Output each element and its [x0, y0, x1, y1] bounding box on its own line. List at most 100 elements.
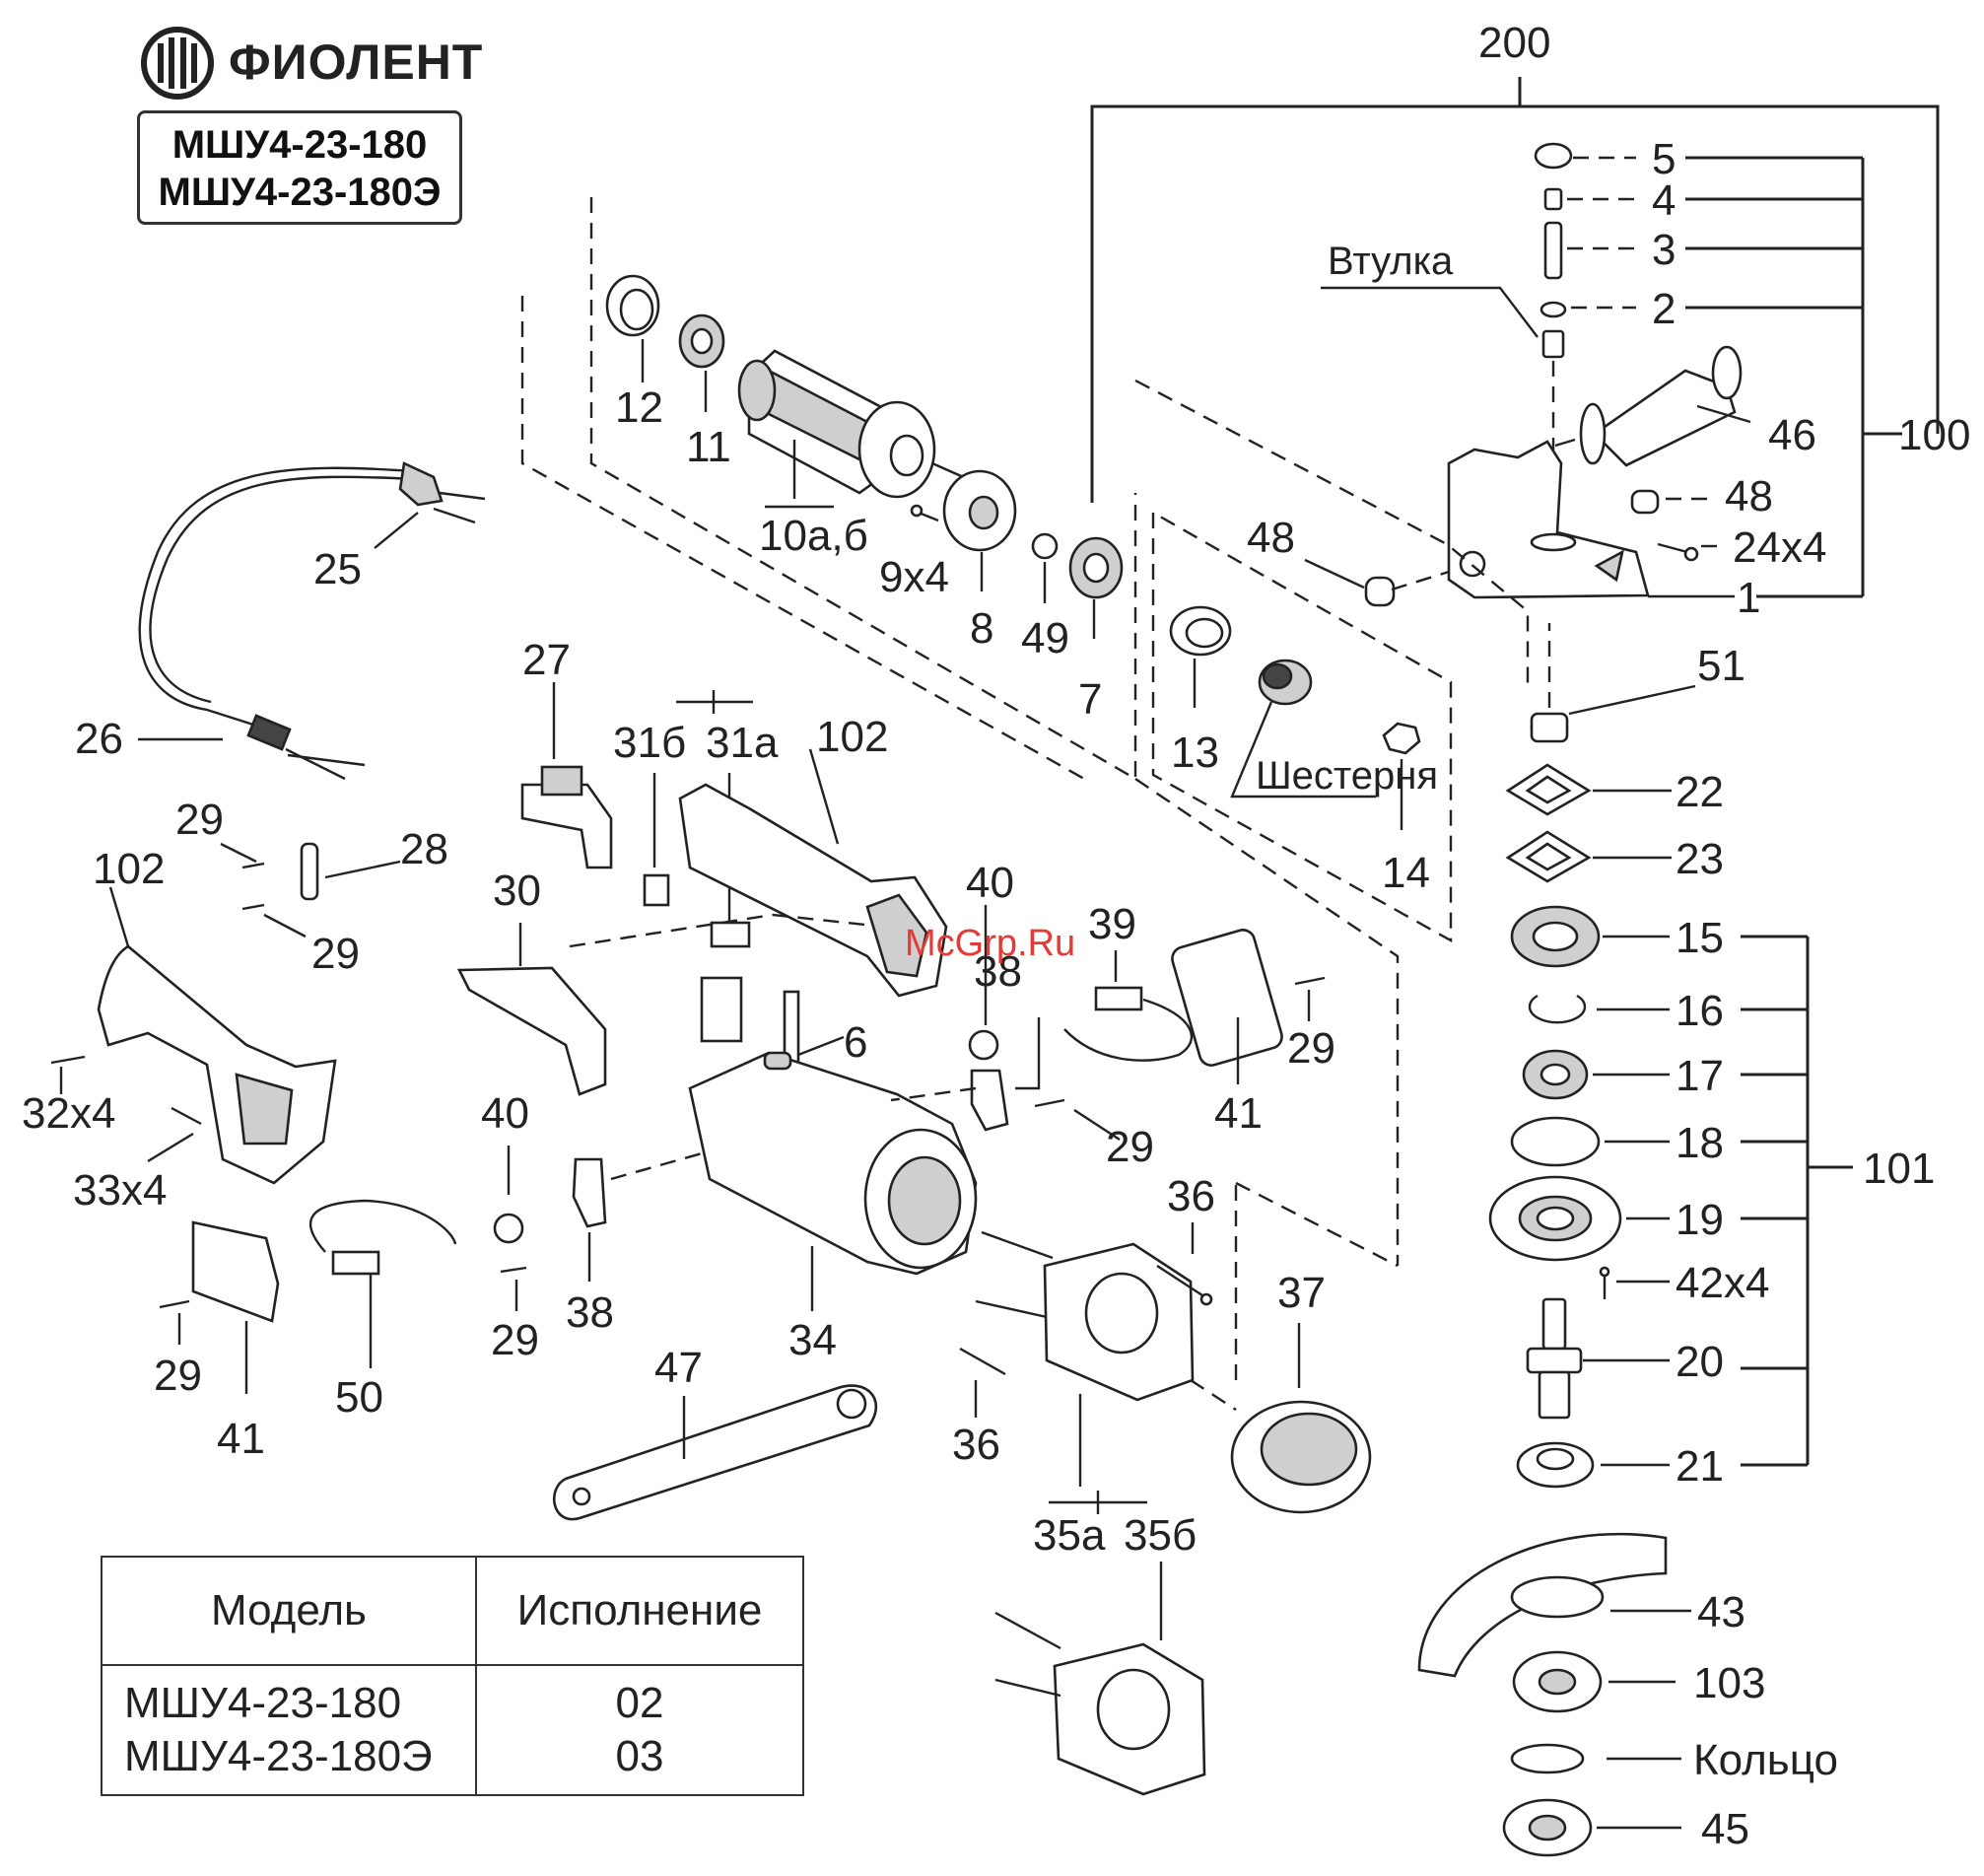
label-42x4: 42x4 [1676, 1259, 1769, 1307]
label-5: 5 [1652, 135, 1676, 183]
screw-29c: 29 [154, 1299, 202, 1400]
group-100-bracket: 100 [1685, 156, 1970, 598]
label-102-left: 102 [93, 845, 165, 893]
label-25: 25 [313, 545, 362, 593]
armature-dash-frame [520, 197, 1137, 782]
label-29b: 29 [311, 930, 360, 978]
dash-frame-lower [1134, 778, 1400, 1268]
label-36-upper: 36 [1167, 1172, 1215, 1220]
label-35a: 35а [1033, 1511, 1106, 1560]
label-2: 2 [1652, 285, 1676, 333]
label-28: 28 [400, 825, 448, 873]
label-43: 43 [1697, 1588, 1745, 1636]
label-41-right: 41 [1214, 1089, 1263, 1138]
bushing-51: 51 [1530, 623, 1745, 743]
brush-holder-38-upper: 38 [890, 947, 1041, 1132]
screw-9x4: 9x4 [879, 504, 949, 601]
label-8: 8 [970, 604, 993, 653]
switch-lever-30: 30 [456, 867, 607, 1096]
label-37: 37 [1277, 1269, 1326, 1317]
pin-3: 3 [1543, 221, 1676, 280]
label-27: 27 [522, 636, 571, 684]
label-koltso: Кольцо [1693, 1736, 1838, 1784]
label-48-right: 48 [1725, 472, 1773, 521]
screw-42x4: 42x4 [1599, 1259, 1769, 1307]
label-29f: 29 [1287, 1024, 1335, 1073]
label-45: 45 [1701, 1805, 1749, 1853]
label-19: 19 [1676, 1196, 1724, 1244]
label-40-lower: 40 [481, 1089, 529, 1138]
screw-36-upper: 36 [1156, 1172, 1215, 1306]
label-22: 22 [1676, 768, 1724, 816]
label-36-lower: 36 [952, 1421, 1000, 1469]
gear-housing-1: 1 [1447, 440, 1760, 622]
module-50: 50 [308, 1199, 457, 1422]
label-103: 103 [1693, 1659, 1765, 1707]
label-40-upper: 40 [966, 859, 1014, 907]
cover-41-right: 41 [1171, 929, 1283, 1138]
label-6: 6 [844, 1018, 867, 1067]
label-35b: 35б [1124, 1511, 1197, 1560]
cover-41-left: 41 [191, 1220, 280, 1463]
label-48-left: 48 [1247, 514, 1295, 562]
screw-36-lower: 36 [952, 1347, 1006, 1469]
label-31a: 31а [706, 719, 779, 767]
label-23: 23 [1676, 835, 1724, 883]
spring-40-upper: 40 [966, 859, 1014, 1061]
label-1: 1 [1737, 574, 1760, 622]
nut-14: 14 [1382, 722, 1430, 897]
screw-29b: 29 [241, 903, 360, 978]
table-row: МШУ4-23-180 МШУ4-23-180Э 02 03 [101, 1664, 804, 1796]
screw-29a: 29 [175, 796, 265, 869]
housing-102-left: 102 [93, 845, 337, 1185]
stator-35a [975, 1183, 1238, 1412]
stator-labels: 35а 35б [1033, 1394, 1197, 1640]
screw-32x4: 32x4 [22, 1055, 115, 1138]
label-26: 26 [75, 715, 123, 763]
table-header-row: Модель Исполнение [101, 1556, 804, 1666]
knob-5: 5 [1534, 135, 1676, 183]
motor-housing-34: 34 [688, 1051, 978, 1364]
label-29d: 29 [491, 1316, 539, 1364]
switch-27: 27 [520, 636, 613, 869]
label-vtulka: Втулка [1328, 240, 1454, 283]
label-12: 12 [615, 383, 663, 432]
label-17: 17 [1676, 1052, 1724, 1100]
table-cell-versions: 02 03 [475, 1664, 804, 1796]
screw-24x4: 24x4 [1657, 523, 1826, 572]
model-box: МШУ4-23-180 МШУ4-23-180Э [137, 110, 462, 225]
plug-48-left: 48 [1247, 514, 1450, 607]
ring: Кольцо [1510, 1736, 1838, 1784]
screw-33x4: 33x4 [73, 1106, 202, 1215]
label-38-lower: 38 [566, 1288, 614, 1337]
washer-49: 49 [1021, 532, 1069, 662]
bearing-17: 17 [1522, 1049, 1724, 1100]
spindle-20: 20 [1526, 1297, 1724, 1420]
group-101-bracket: 101 [1741, 935, 1935, 1467]
plug-48-right: 48 [1630, 472, 1773, 521]
label-18: 18 [1676, 1119, 1724, 1167]
o-ring-18: 18 [1510, 1116, 1724, 1167]
label-3: 3 [1652, 226, 1676, 274]
plate-8: 8 [942, 469, 1017, 653]
label-41-left: 41 [217, 1415, 265, 1463]
model-name-2: МШУ4-23-180Э [158, 171, 442, 214]
gear-15: 15 [1510, 905, 1724, 968]
flange-103: 103 [1512, 1650, 1765, 1713]
retaining-ring-16: 16 [1528, 987, 1724, 1035]
housing-102-top: 102 [569, 713, 948, 998]
gasket-23: 23 [1505, 830, 1724, 883]
model-row-2: МШУ4-23-180Э [124, 1732, 433, 1780]
label-9x4: 9x4 [879, 553, 949, 601]
spring-40-lower: 40 [481, 1089, 529, 1244]
label-20: 20 [1676, 1338, 1724, 1386]
link-28: 28 [300, 825, 448, 901]
label-4: 4 [1652, 176, 1676, 225]
watermark: McGrp.Ru [905, 923, 1076, 964]
label-50: 50 [335, 1373, 383, 1422]
model-row-1: МШУ4-23-180 [124, 1679, 402, 1727]
label-shesternya: Шестерня [1256, 754, 1438, 798]
screw-29e: 29 [1034, 1098, 1154, 1171]
label-200: 200 [1478, 19, 1550, 67]
